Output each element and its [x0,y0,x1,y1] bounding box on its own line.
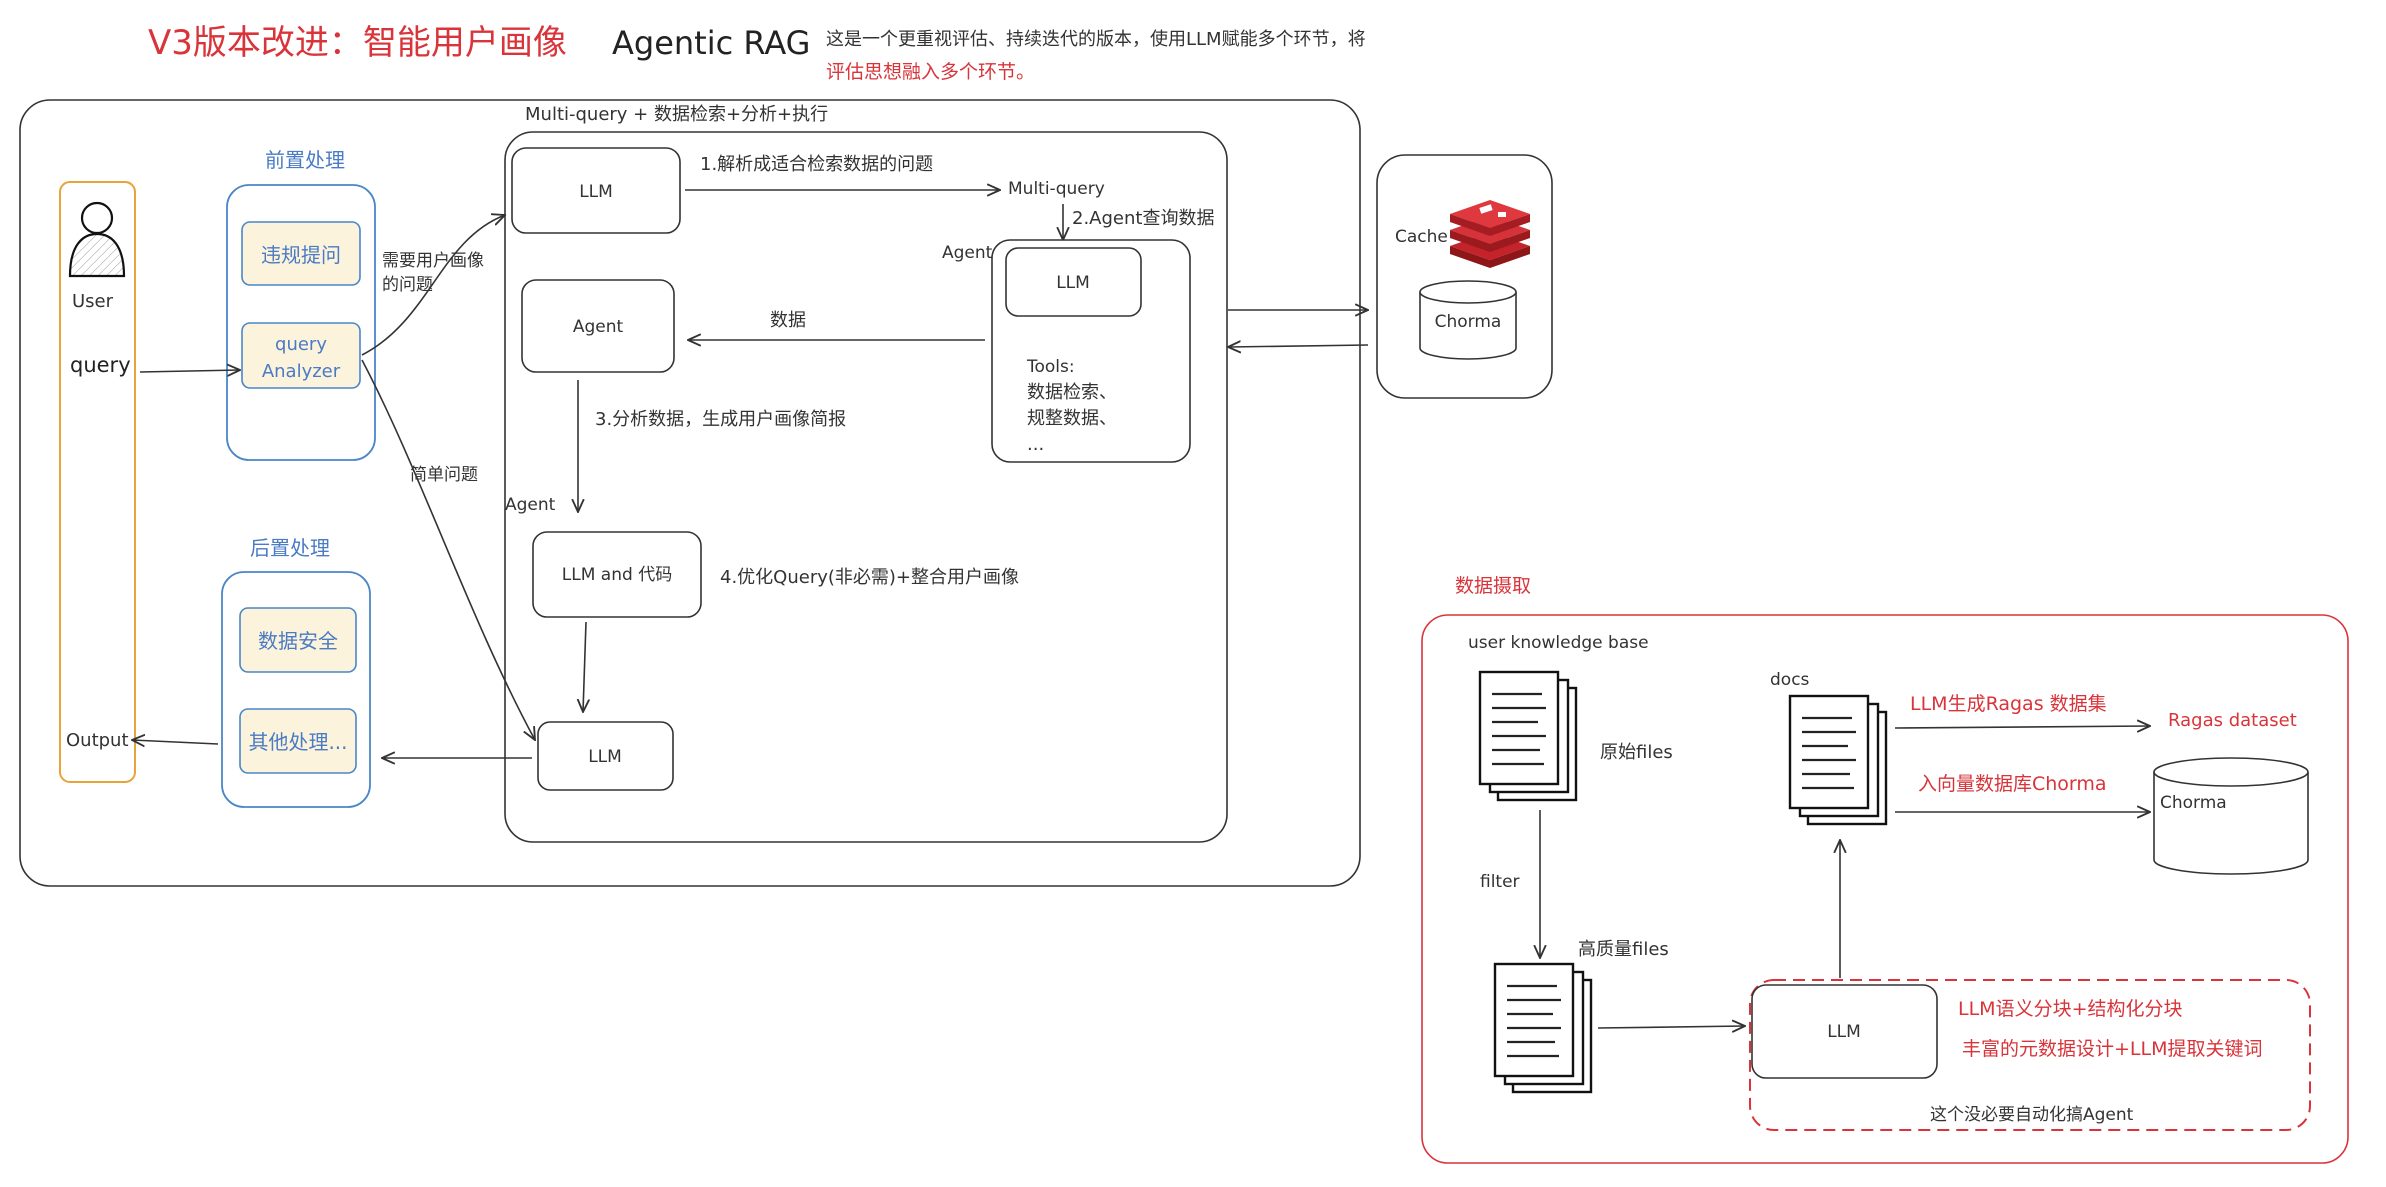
filter-label: filter [1480,872,1520,892]
extract-title: 数据摄取 [1455,575,1531,597]
chunking-label: LLM语义分块+结构化分块 [1958,998,2183,1020]
docs-label: docs [1770,670,1810,690]
pre-processing-group [226,184,376,461]
llm-code-box [532,531,702,618]
multi-query-label: Multi-query [1008,179,1105,199]
profile-question-label-2: 的问题 [382,275,433,295]
llm-code-label: LLM and 代码 [562,565,672,585]
tools-item-1: 数据检索、 [1027,382,1117,403]
arrow-analyzer-to-final-llm [361,359,535,740]
query-analyzer-label-1: query [275,334,327,355]
cache-label: Cache [1395,227,1448,247]
agent-label-mid: Agent [505,495,556,515]
chorma-label: Chorma [1435,312,1502,332]
post-processing-group [221,571,371,808]
ragas-dataset-label: Ragas dataset [2168,710,2297,731]
step1-label: 1.解析成适合检索数据的问题 [700,154,933,175]
other-processing-label: 其他处理... [248,730,347,754]
data-security-label: 数据安全 [258,629,338,653]
store-group [1376,154,1553,399]
chorma-big-db-icon [2153,757,2309,875]
user-avatar-icon [68,201,126,278]
simple-question-label: 简单问题 [410,465,478,485]
llm-final-box [537,721,674,791]
arrow-llmcode-to-final [583,621,586,712]
llm-ingest-box [1751,984,1938,1079]
knowledge-base-label: user knowledge base [1468,633,1649,653]
extract-frame [1421,614,2349,1164]
post-processing-title: 后置处理 [250,536,330,560]
hq-files-label: 高质量files [1578,939,1669,960]
violation-check-label: 违规提问 [261,243,341,267]
other-processing-chip [239,708,357,774]
page-subtitle: Agentic RAG [612,24,810,62]
tools-item-2: 规整数据、 [1027,408,1117,429]
arrow-query-to-pre [139,370,240,372]
chorma-db-icon [1419,280,1517,360]
redis-stack-icon [1450,200,1530,268]
docs-icon [1788,694,1888,826]
agent-box [521,279,675,373]
output-label: Output [66,730,129,751]
metadata-label: 丰富的元数据设计+LLM提取关键词 [1962,1038,2263,1060]
llm-final-label: LLM [588,747,622,767]
agent-note-label: 这个没必要自动化搞Agent [1930,1105,2134,1125]
to-chorma-label: 入向量数据库Chorma [1918,773,2107,795]
raw-files-icon [1478,670,1578,802]
pre-processing-title: 前置处理 [265,148,345,172]
pipeline-frame [504,131,1228,843]
violation-check-chip [241,221,361,286]
user-column [59,181,136,783]
main-frame [19,99,1361,887]
arrow-store-to-pipeline [1228,345,1369,347]
hq-files-icon [1493,962,1593,1094]
profile-question-label-1: 需要用户画像 [382,251,484,271]
arrow-docs-to-ragas [1894,726,2150,728]
llm-parse-box [511,147,681,234]
chorma-big-label: Chorma [2160,793,2227,813]
ragas-gen-label: LLM生成Ragas 数据集 [1910,693,2107,715]
arrow-post-to-output [132,740,219,744]
raw-files-label: 原始files [1600,742,1673,763]
step3-label: 3.分析数据，生成用户画像简报 [595,409,846,430]
agent-box-label: Agent [573,317,624,337]
query-analyzer-chip [241,322,361,389]
query-analyzer-label-2: Analyzer [262,361,341,382]
query-label: query [70,353,131,377]
pipeline-title: Multi-query + 数据检索+分析+执行 [525,104,828,125]
page-title: V3版本改进：智能用户画像 [148,23,567,63]
description-line-1: 这是一个更重视评估、持续迭代的版本，使用LLM赋能多个环节，将 [826,29,1366,50]
tools-title: Tools: [1026,357,1075,377]
step4-label: 4.优化Query(非必需)+整合用户画像 [720,567,1019,588]
user-label: User [72,291,114,312]
arrow-hq-to-llm [1597,1026,1745,1028]
llm-parse-label: LLM [579,182,613,202]
inner-llm-box [1005,247,1142,317]
data-security-chip [239,607,357,673]
llm-chunking-dashed-group [1749,979,2311,1131]
agent-label-top: Agent [942,243,993,263]
description-line-2: 评估思想融入多个环节。 [826,61,1035,83]
arrow-analyzer-to-llm [361,215,505,356]
step2-label: 2.Agent查询数据 [1072,208,1214,229]
tools-item-3: ... [1027,434,1044,455]
inner-llm-label: LLM [1056,273,1090,293]
llm-ingest-label: LLM [1827,1022,1861,1042]
data-label: 数据 [770,310,806,331]
